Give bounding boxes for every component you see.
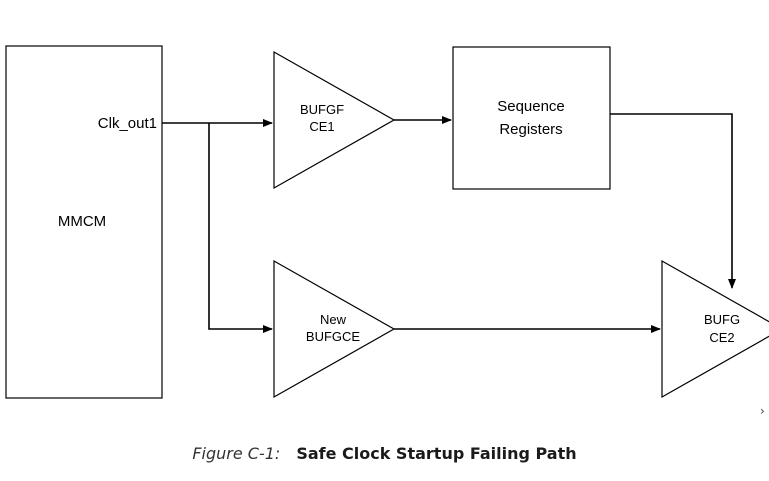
new-bufgce-buffer xyxy=(273,259,396,399)
sequence-registers-label-line1: Sequence xyxy=(497,98,565,115)
mmcm-label: MMCM xyxy=(58,213,106,230)
new-bufgce-label-line2: BUFGCE xyxy=(306,329,361,344)
sequence-registers-block xyxy=(452,46,611,190)
mmcm-block xyxy=(5,45,163,399)
new-bufgce-label-line1: New xyxy=(320,312,347,327)
edge-marker: › xyxy=(760,404,765,418)
wire-branch-to-new-bufgce xyxy=(208,123,273,333)
clk-out1-port-label: Clk_out1 xyxy=(98,115,157,132)
bufgf-ce1-buffer xyxy=(273,50,396,190)
bufg-ce2-label-line1: BUFG xyxy=(704,312,740,327)
bufg-ce2-label-line2: CE2 xyxy=(709,330,734,345)
bufgf-ce1-label-line1: BUFGF xyxy=(300,102,344,117)
figure-caption: Figure C-1: Safe Clock Startup Failing Pa… xyxy=(0,444,769,463)
figure-number: Figure C-1: xyxy=(192,444,281,463)
figure-title: Safe Clock Startup Failing Path xyxy=(296,444,577,463)
sequence-registers-label-line2: Registers xyxy=(499,121,562,138)
bufgf-ce1-label-line2: CE1 xyxy=(309,119,334,134)
wire-sequence-to-bufg-ce2 xyxy=(610,113,736,289)
bufg-ce2-buffer xyxy=(661,259,769,399)
